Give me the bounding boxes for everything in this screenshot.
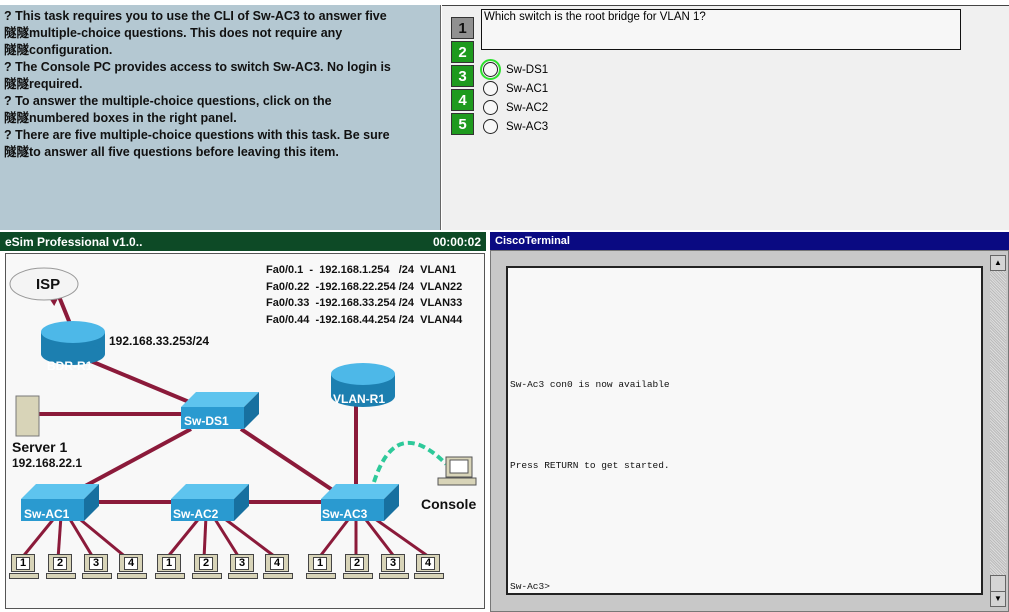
- terminal-title-bar: CiscoTerminal: [490, 232, 1009, 250]
- pc-icon: 3: [82, 554, 112, 580]
- pc-icon: 4: [414, 554, 444, 580]
- instruction-line: 隧隧to answer all five questions before le…: [4, 145, 339, 159]
- pc-icon: 1: [9, 554, 39, 580]
- subinterface-table: Fa0/0.1 - 192.168.1.254 /24 VLAN1 Fa0/0.…: [266, 262, 462, 328]
- switch-icon: [21, 484, 99, 521]
- switch-icon: [321, 484, 399, 521]
- question-2-button[interactable]: 2: [451, 41, 474, 63]
- question-1-button[interactable]: 1: [451, 17, 474, 39]
- link-bdr-ds1: [85, 357, 207, 411]
- server-label: Server 1: [12, 439, 68, 455]
- radio-button[interactable]: [483, 100, 498, 115]
- pc-number: 4: [270, 557, 284, 570]
- instruction-line: 隧隧required.: [4, 77, 83, 91]
- subinterface-line: Fa0/0.22 -192.168.22.254 /24 VLAN22: [266, 280, 463, 293]
- question-panel: 1 2 3 4 5 Which switch is the root bridg…: [442, 5, 1009, 230]
- vlan-r1-label: VLAN-R1: [333, 392, 386, 406]
- server-icon: [15, 395, 40, 437]
- question-5-button[interactable]: 5: [451, 113, 474, 135]
- radio-button[interactable]: [483, 119, 498, 134]
- esim-title: eSim Professional v1.0..: [5, 235, 143, 249]
- option-sw-ac2[interactable]: Sw-AC2: [482, 100, 548, 115]
- pc-icon: 3: [228, 554, 258, 580]
- instruction-line: 隧隧numbered boxes in the right panel.: [4, 111, 237, 125]
- subinterface-line: Fa0/0.1 - 192.168.1.254 /24 VLAN1: [266, 264, 457, 276]
- scroll-down-button[interactable]: ▼: [990, 591, 1006, 607]
- instruction-line: ? There are five multiple-choice questio…: [4, 128, 390, 142]
- esim-title-bar: eSim Professional v1.0.. 00:00:02: [0, 232, 486, 251]
- terminal-scrollbar[interactable]: ▲ ▼: [990, 255, 1006, 607]
- server-ip-label: 192.168.22.1: [12, 456, 83, 470]
- terminal-screen[interactable]: Sw-Ac3 con0 is now available Press RETUR…: [506, 266, 983, 595]
- subinterface-line: Fa0/0.33 -192.168.33.254 /24 VLAN33: [266, 297, 463, 309]
- pc-number: 3: [386, 557, 400, 570]
- option-sw-ac1[interactable]: Sw-AC1: [482, 81, 548, 96]
- link-ds1-ac3: [239, 427, 348, 501]
- timer: 00:00:02: [432, 235, 481, 249]
- option-label: Sw-AC1: [506, 82, 549, 95]
- router-icon: [41, 321, 105, 365]
- sw-ac1-label: Sw-AC1: [24, 507, 70, 521]
- pc-icon: 1: [306, 554, 336, 580]
- instruction-line: ? To answer the multiple-choice question…: [4, 94, 332, 108]
- pc-icon: 4: [117, 554, 147, 580]
- terminal-window: Sw-Ac3 con0 is now available Press RETUR…: [490, 250, 1009, 612]
- pc-icon: 2: [343, 554, 373, 580]
- terminal-line: Press RETURN to get started.: [510, 460, 670, 471]
- pc-number: 4: [421, 557, 435, 570]
- pc-number: 2: [199, 557, 213, 570]
- pc-icon: 3: [379, 554, 409, 580]
- pc-number: 1: [162, 557, 176, 570]
- console-cable: [372, 440, 448, 483]
- pc-number: 3: [235, 557, 249, 570]
- question-4-button[interactable]: 4: [451, 89, 474, 111]
- terminal-line: Sw-Ac3 con0 is now available: [510, 379, 670, 390]
- option-label: Sw-AC2: [506, 101, 549, 114]
- scroll-up-button[interactable]: ▲: [990, 255, 1006, 271]
- question-3-button[interactable]: 3: [451, 65, 474, 87]
- instruction-line: 隧隧multiple-choice questions. This does n…: [4, 26, 343, 40]
- radio-button[interactable]: [483, 81, 498, 96]
- instructions-panel: ? This task requires you to use the CLI …: [0, 5, 441, 230]
- question-text: Which switch is the root bridge for VLAN…: [481, 9, 961, 50]
- router-icon: [331, 363, 395, 407]
- pc-number: 1: [313, 557, 327, 570]
- pc-links: [19, 514, 433, 561]
- bdr-ip-label: 192.168.33.253/24: [109, 334, 210, 348]
- console-pc-icon: [437, 456, 477, 486]
- option-label: Sw-AC3: [506, 120, 549, 133]
- pc-number: 2: [350, 557, 364, 570]
- isp-cloud-icon: [9, 267, 79, 301]
- switch-icon: [181, 392, 259, 429]
- sw-ac3-label: Sw-AC3: [322, 507, 368, 521]
- instruction-line: ? This task requires you to use the CLI …: [4, 9, 387, 23]
- pc-number: 2: [53, 557, 67, 570]
- sw-ac2-label: Sw-AC2: [173, 507, 219, 521]
- instruction-line: 隧隧configuration.: [4, 43, 113, 57]
- pc-icon: 1: [155, 554, 185, 580]
- pc-number: 1: [16, 557, 30, 570]
- isp-label: ISP: [36, 276, 61, 293]
- topology-drawing: [9, 267, 477, 561]
- network-topology: ISP BDR-R1 192.168.33.253/24 Server 1 19…: [5, 253, 485, 609]
- bdr-r1-label: BDR-R1: [47, 359, 93, 373]
- radio-button[interactable]: [480, 59, 501, 80]
- terminal-prompt: Sw-Ac3>: [510, 581, 550, 592]
- pc-icon: 2: [192, 554, 222, 580]
- subinterface-line: Fa0/0.44 -192.168.44.254 /24 VLAN44: [266, 313, 463, 326]
- pc-number: 4: [124, 557, 138, 570]
- option-sw-ac3[interactable]: Sw-AC3: [482, 119, 548, 134]
- option-label: Sw-DS1: [506, 63, 549, 76]
- pc-icon: 4: [263, 554, 293, 580]
- pc-icon: 2: [46, 554, 76, 580]
- switch-icon: [171, 484, 249, 521]
- instruction-line: ? The Console PC provides access to swit…: [4, 60, 391, 74]
- console-label[interactable]: Console: [421, 496, 477, 512]
- sw-ds1-label: Sw-DS1: [184, 414, 229, 428]
- option-sw-ds1[interactable]: Sw-DS1: [480, 59, 549, 80]
- pc-number: 3: [89, 557, 103, 570]
